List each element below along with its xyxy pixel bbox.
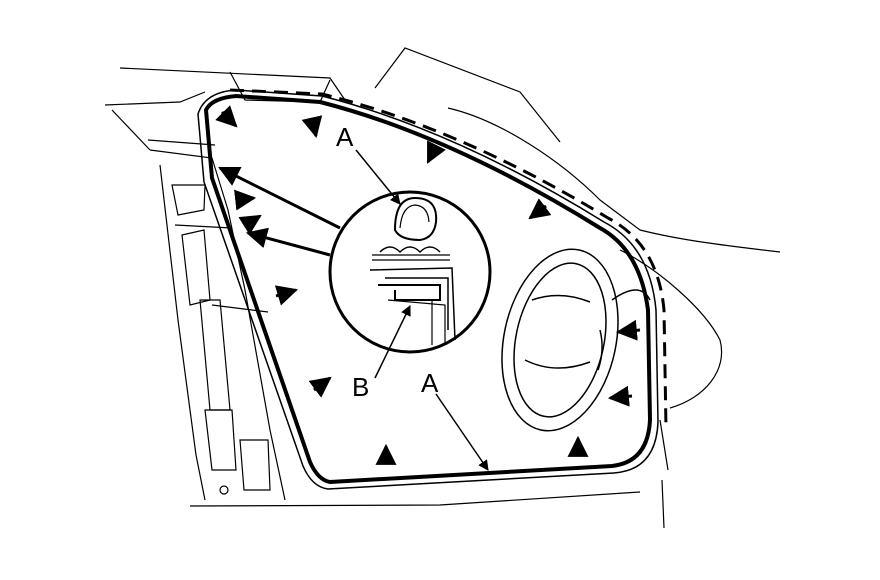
detail-cross-section bbox=[328, 190, 492, 354]
b-pillar bbox=[111, 109, 286, 501]
callout-label-b: B bbox=[352, 372, 370, 402]
leader-lines bbox=[218, 166, 341, 257]
vehicle-body-outline bbox=[104, 47, 781, 529]
callout-label-a: A bbox=[336, 122, 354, 152]
callout-label-a-lower: A bbox=[421, 368, 439, 398]
press-direction-arrows bbox=[215, 105, 641, 465]
callout-pointers bbox=[355, 149, 489, 471]
steering-wheel bbox=[501, 248, 651, 432]
weatherstrip bbox=[197, 88, 668, 490]
